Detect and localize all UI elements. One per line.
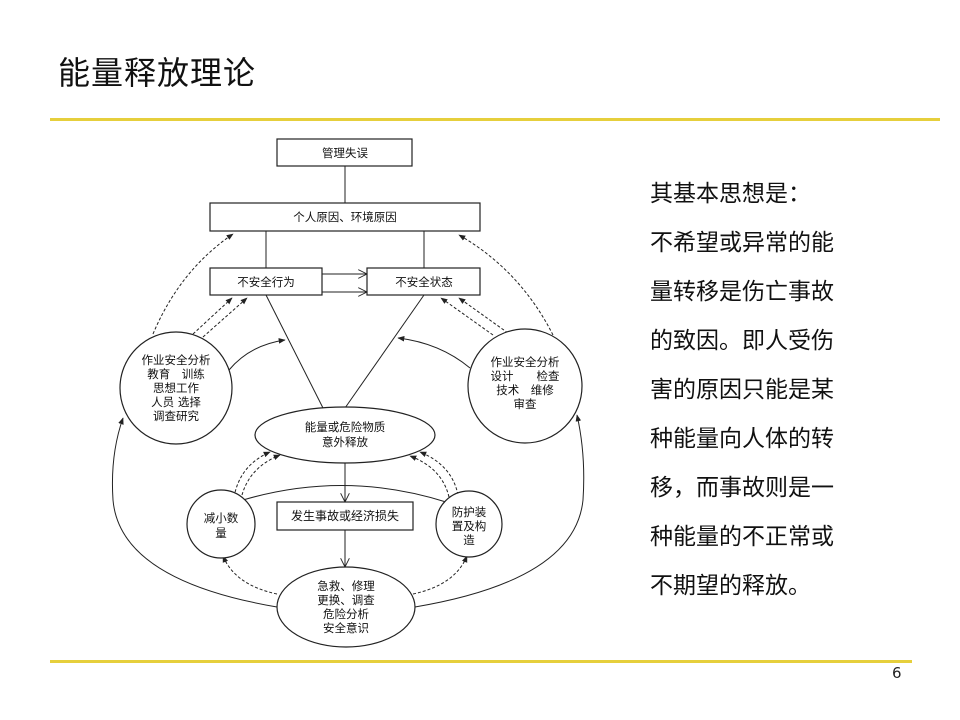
ellipse-label: 更换、调查: [317, 593, 375, 607]
top-divider: [50, 118, 940, 121]
description-line: 种能量的不正常或: [650, 524, 834, 550]
dashed-arrow: [241, 454, 281, 496]
dashed-arrow: [409, 455, 450, 498]
right-circle-arrow: [397, 335, 471, 369]
ellipse-label: 能量或危险物质: [305, 420, 386, 434]
circle-label: 防护装: [452, 505, 487, 519]
connector-line: [265, 294, 324, 409]
energy-release-ellipse: 能量或危险物质 意外释放: [254, 406, 436, 464]
dashed-arrow: [458, 234, 554, 336]
reduce-quantity-circle: 减小数 量: [186, 489, 256, 559]
circle-label: 作业安全分析: [491, 355, 560, 369]
ellipse-label: 危险分析: [323, 607, 369, 621]
circle-label: 造: [463, 533, 475, 547]
protective-device-circle: 防护装 置及构 造: [435, 490, 503, 558]
description-line: 害的原因只能是某: [650, 377, 834, 403]
dashed-arrow: [192, 297, 233, 335]
ellipse-label: 意外释放: [322, 435, 368, 449]
description-line: 的致因。即人受伤: [650, 328, 834, 354]
description-line: 量转移是伤亡事故: [650, 279, 834, 305]
bottom-divider: [50, 660, 912, 663]
circle-label: 思想工作: [153, 381, 199, 395]
circle-label: 审查: [514, 397, 537, 411]
outer-arc-left: [111, 417, 278, 608]
response-ellipse: 急救、修理 更换、调查 危险分析 安全意识: [276, 566, 416, 648]
page-number: 6: [892, 664, 902, 682]
circle-label: 调查研究: [153, 409, 199, 423]
box-label: 不安全状态: [395, 275, 453, 289]
box-label: 不安全行为: [237, 275, 295, 289]
slide-title: 能量释放理论: [58, 54, 257, 92]
circle-label: 技术 维修: [496, 383, 554, 397]
dashed-arrow: [233, 451, 271, 498]
box-label: 发生事故或经济损失: [291, 508, 399, 523]
circle-label: 量: [215, 526, 227, 540]
ellipse-label: 急救、修理: [317, 579, 375, 593]
dashed-arrow: [202, 297, 248, 338]
left-measures-circle: 作业安全分析 教育 训练 思想工作 人员 选择 调查研究: [119, 331, 233, 445]
circle-label: 人员 选择: [151, 395, 201, 409]
dashed-arrow: [458, 297, 509, 334]
circle-label: 置及构: [452, 519, 487, 533]
connector-curve: [242, 485, 447, 503]
circle-label: 设计 检查: [491, 369, 560, 383]
box-label: 个人原因、环境原因: [293, 210, 397, 224]
description-line: 不希望或异常的能: [650, 230, 834, 256]
description-line: 其基本思想是：: [650, 181, 811, 207]
circle-label: 作业安全分析: [142, 353, 211, 367]
management-error-box: 管理失误: [276, 138, 413, 167]
dashed-arrow: [419, 451, 459, 496]
dashed-arrow: [222, 555, 278, 595]
description-line: 种能量向人体的转: [650, 426, 834, 452]
circle-label: 教育 训练: [147, 367, 205, 381]
unsafe-condition-box: 不安全状态: [366, 267, 481, 296]
personal-env-causes-box: 个人原因、环境原因: [209, 202, 481, 232]
circle-label: 减小数: [204, 511, 239, 525]
accident-loss-box: 发生事故或经济损失: [276, 501, 414, 531]
dashed-arrow: [440, 297, 494, 336]
connector-line: [344, 294, 425, 409]
description-line: 移，而事故则是一: [650, 475, 834, 501]
left-circle-arrow: [228, 338, 286, 371]
unsafe-act-box: 不安全行为: [209, 267, 323, 296]
dashed-arrow: [152, 233, 234, 335]
outer-arc-right: [414, 414, 585, 608]
ellipse-label: 安全意识: [323, 621, 369, 635]
right-measures-circle: 作业安全分析 设计 检查 技术 维修 审查: [467, 328, 583, 444]
description-line: 不期望的释放。: [650, 573, 811, 599]
dashed-arrow: [412, 555, 468, 595]
box-label: 管理失误: [322, 146, 368, 160]
description-text: 其基本思想是： 不希望或异常的能 量转移是伤亡事故 的致因。即人受伤 害的原因只…: [650, 170, 880, 611]
